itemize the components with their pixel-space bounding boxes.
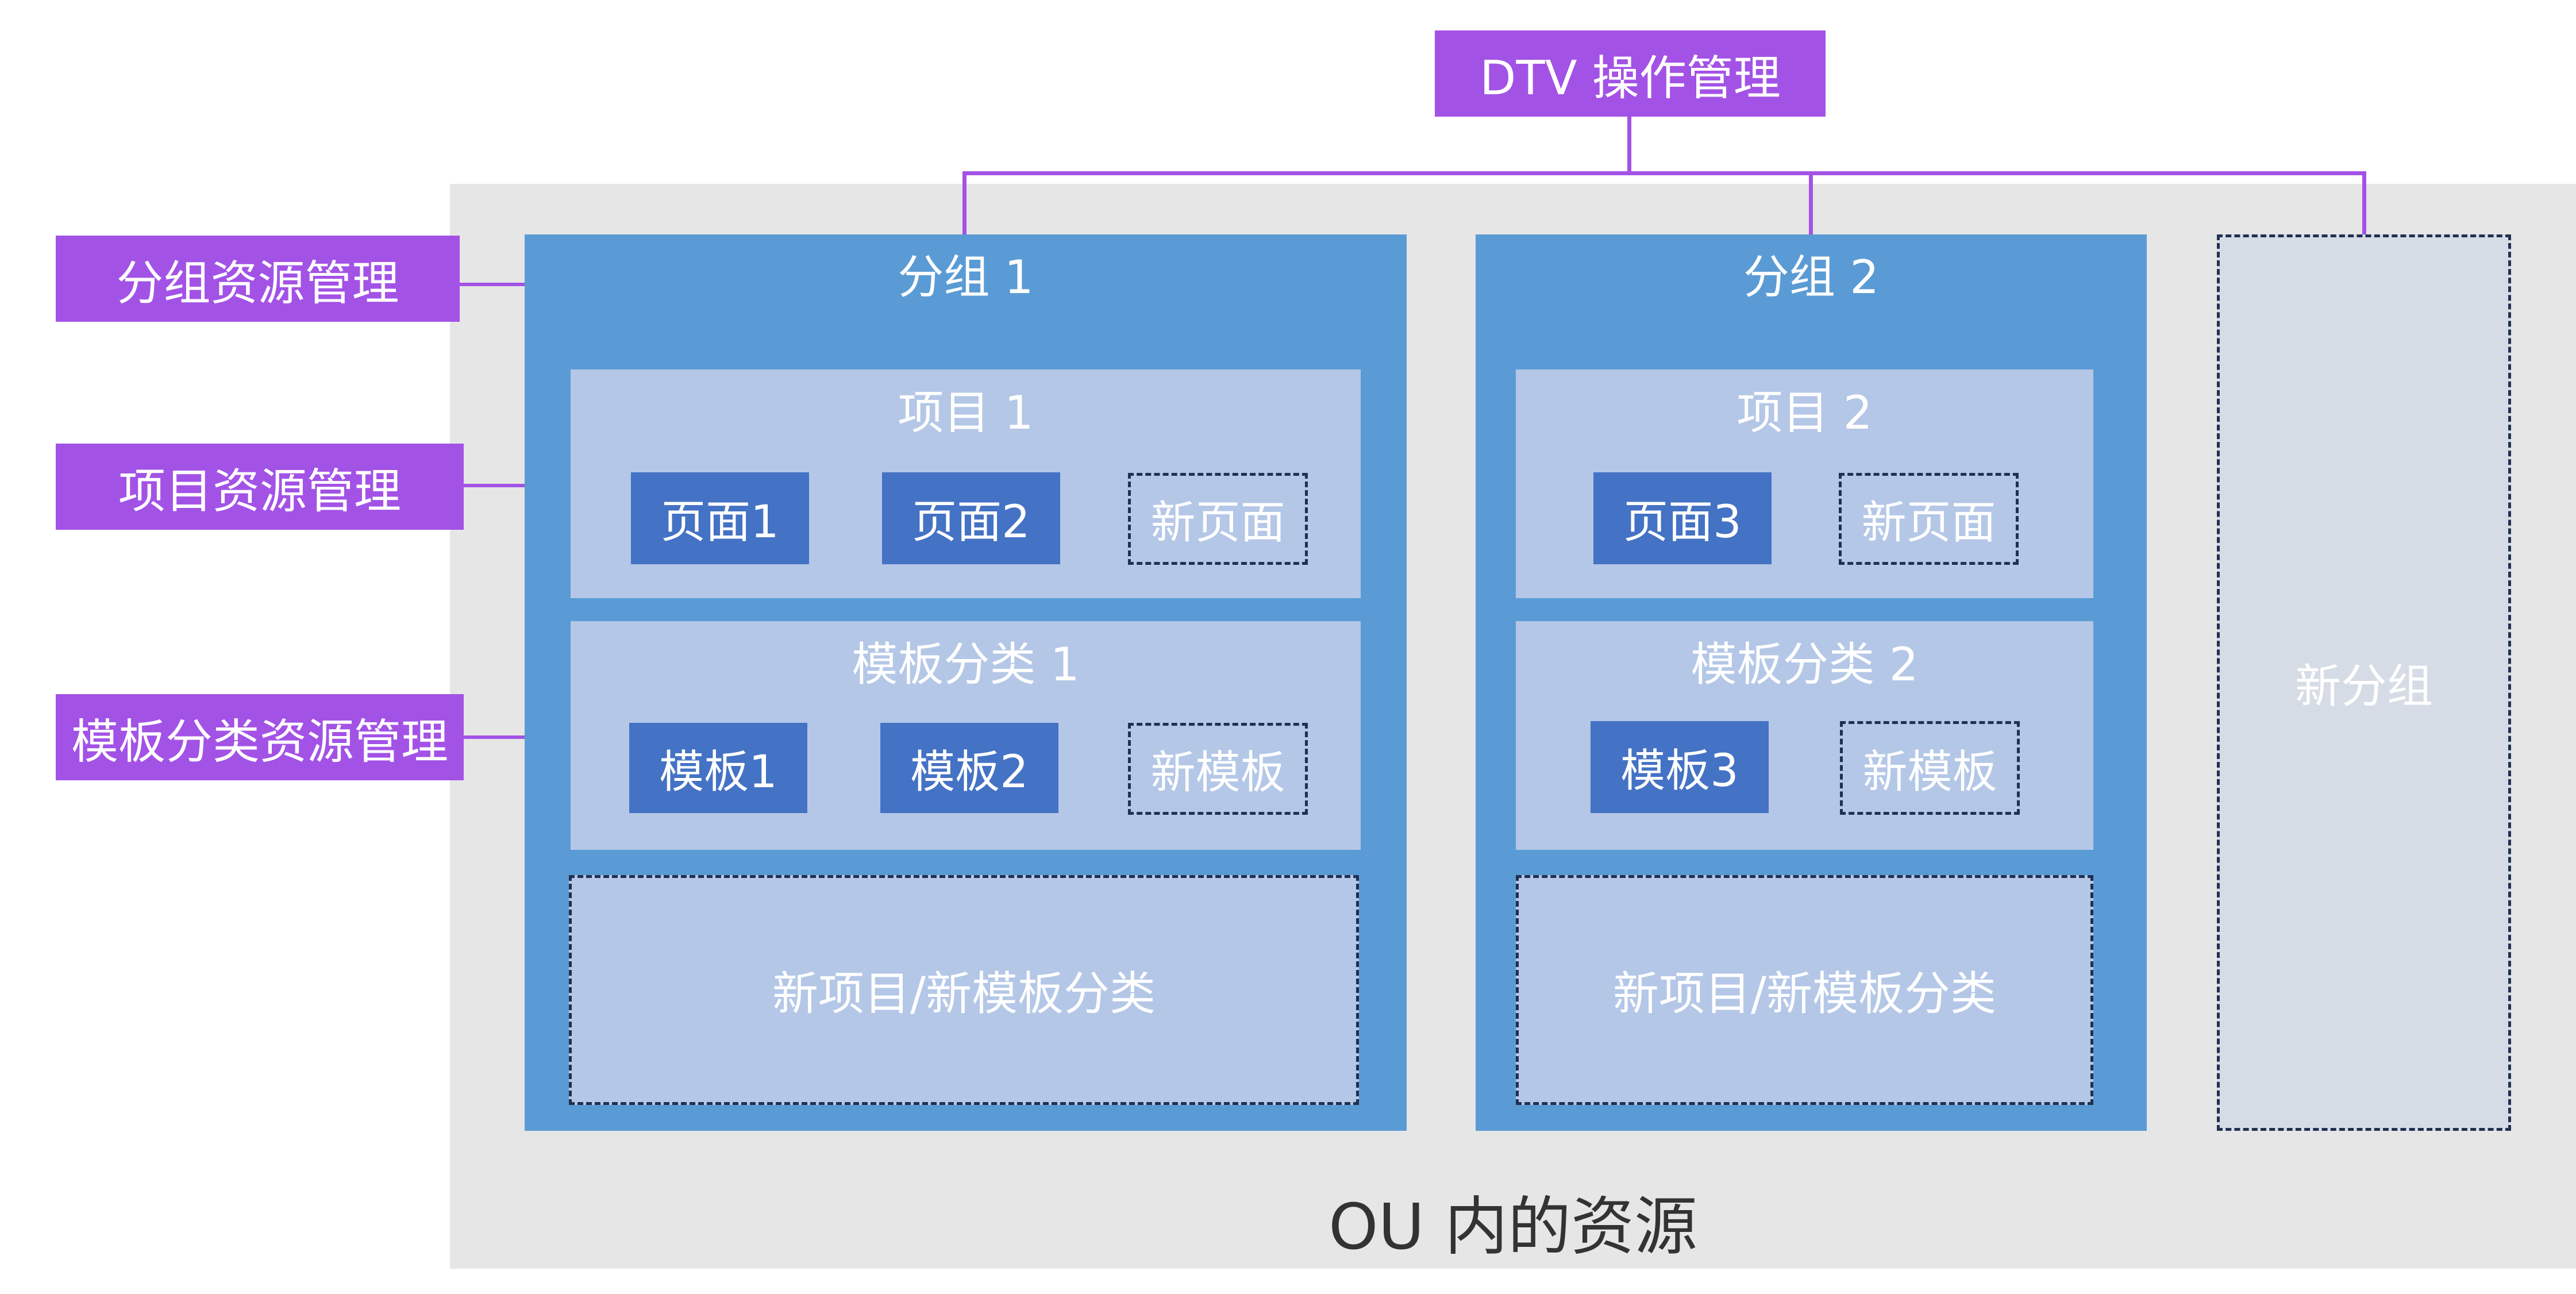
connector-horizontal-bus	[962, 171, 2366, 175]
connector-new-group	[2362, 171, 2366, 236]
group-resource-management-label: 分组资源管理	[56, 236, 460, 322]
new-template-1[interactable]: 新模板	[1128, 723, 1308, 815]
new-template-2[interactable]: 新模板	[1840, 721, 2020, 815]
new-page-1[interactable]: 新页面	[1128, 473, 1308, 565]
project-1-title: 项目 1	[898, 386, 1034, 440]
group-1-title: 分组 1	[898, 250, 1034, 304]
connector-group-1	[962, 171, 967, 236]
group-2-title: 分组 2	[1743, 250, 1880, 304]
template-2[interactable]: 模板2	[880, 723, 1058, 813]
template-3[interactable]: 模板3	[1591, 721, 1769, 813]
new-project-or-template-category-1[interactable]: 新项目/新模板分类	[569, 875, 1359, 1105]
connector-top-vertical	[1627, 115, 1631, 174]
new-group[interactable]: 新分组	[2217, 234, 2511, 1131]
template-category-2-title: 模板分类 2	[1691, 638, 1919, 691]
template-1[interactable]: 模板1	[629, 723, 807, 813]
connector-group-2	[1809, 171, 1813, 236]
dtv-operation-management-label: DTV 操作管理	[1435, 30, 1826, 117]
new-page-2[interactable]: 新页面	[1839, 473, 2019, 565]
ou-label: OU 内的资源	[1328, 1190, 1698, 1264]
connector-project-mgmt	[463, 484, 572, 487]
page-2[interactable]: 页面2	[882, 472, 1060, 564]
page-3[interactable]: 页面3	[1593, 472, 1772, 564]
new-project-or-template-category-2[interactable]: 新项目/新模板分类	[1516, 875, 2093, 1105]
project-2-title: 项目 2	[1736, 386, 1873, 440]
project-resource-management-label: 项目资源管理	[56, 444, 464, 530]
connector-group-mgmt	[459, 283, 526, 286]
page-1[interactable]: 页面1	[631, 472, 809, 564]
connector-template-mgmt	[463, 735, 572, 739]
template-category-1-title: 模板分类 1	[852, 638, 1080, 691]
template-category-resource-management-label: 模板分类资源管理	[56, 694, 464, 780]
